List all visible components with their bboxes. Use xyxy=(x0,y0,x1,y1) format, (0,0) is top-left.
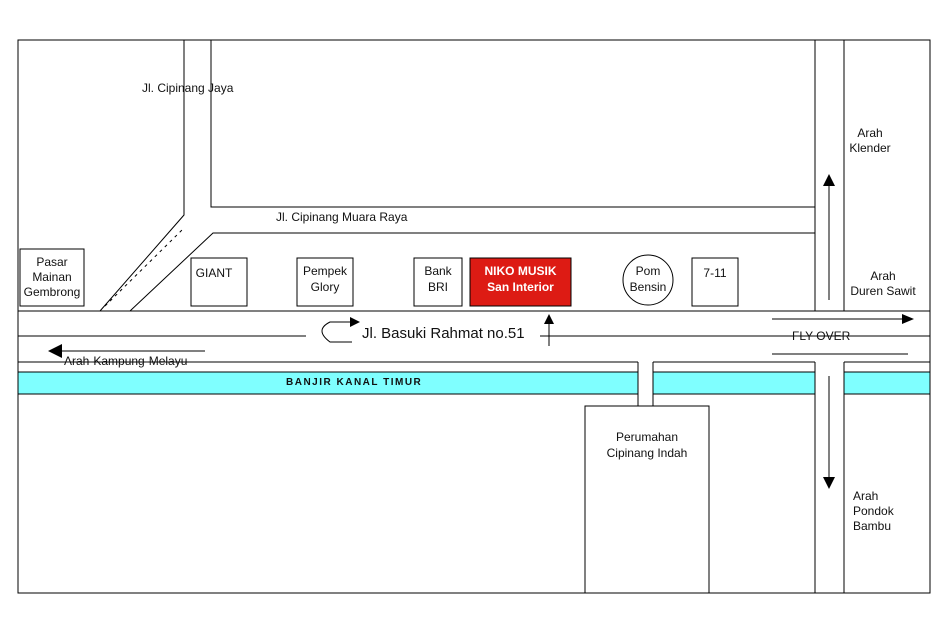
bank-label: Bank BRI xyxy=(414,262,462,296)
niko-label-line-1: NIKO MUSIK xyxy=(484,264,557,278)
street-label-cipinang-jaya: Jl. Cipinang Jaya xyxy=(142,81,234,95)
niko-label-line-2: San Interior xyxy=(487,280,554,294)
pempek-label: Pempek Glory xyxy=(297,262,353,296)
pom-circle xyxy=(622,254,674,306)
pasar-box xyxy=(19,248,85,307)
niko-arrowhead xyxy=(544,314,554,324)
direction-klender: Arah Klender xyxy=(840,126,900,156)
canal-mid xyxy=(652,371,816,395)
bank-box xyxy=(413,257,463,307)
direction-duren-sawit-line-1: Arah xyxy=(870,269,896,283)
cipinang-muara-road-bottom xyxy=(129,232,815,312)
perumahan-label: Perumahan Cipinang Indah xyxy=(585,428,709,462)
u-turn-arrow xyxy=(321,321,352,343)
seven-eleven-box xyxy=(691,257,739,307)
direction-klender-line-2: Klender xyxy=(849,141,891,155)
klender-arrowhead xyxy=(823,174,835,186)
pom-bensin-label: Pom Bensin xyxy=(623,262,673,296)
perumahan-box xyxy=(584,405,710,594)
giant-label: GIANT xyxy=(195,266,233,280)
canal-label: BANJIR KANAL TIMUR xyxy=(286,377,423,388)
direction-pondok-bambu-line-3: Bambu xyxy=(853,519,892,533)
niko-box xyxy=(469,257,572,307)
bank-label-line-1: Bank xyxy=(424,264,452,278)
bank-label-line-2: BRI xyxy=(427,280,448,294)
pasar-label-line-3: Gembrong xyxy=(23,285,81,299)
pempek-box xyxy=(296,257,354,307)
direction-pondok-bambu: Arah Pondok Bambu xyxy=(853,489,894,534)
pempek-label-line-2: Glory xyxy=(310,280,340,294)
flyover-arrowhead xyxy=(902,314,914,324)
pempek-label-line-1: Pempek xyxy=(302,264,348,278)
seven-eleven-label: 7-11 xyxy=(703,266,727,280)
pasar-label: Pasar Mainan Gembrong xyxy=(20,249,84,306)
pasar-label-line-2: Mainan xyxy=(32,270,72,284)
niko-musik-label: NIKO MUSIK San Interior xyxy=(470,262,571,296)
direction-duren-sawit-line-2: Duren Sawit xyxy=(850,284,916,298)
pom-label-line-1: Pom xyxy=(635,264,661,278)
flyover-label: FLY OVER xyxy=(792,329,851,343)
street-label-basuki-rahmat: Jl. Basuki Rahmat no.51 xyxy=(362,325,525,342)
kampung-melayu-arrowhead xyxy=(48,344,62,358)
perumahan-label-line-2: Cipinang Indah xyxy=(606,446,688,460)
map-frame xyxy=(17,39,931,594)
canal-right xyxy=(843,371,931,395)
perumahan-label-line-1: Perumahan xyxy=(615,430,679,444)
street-label-cipinang-muara-raya: Jl. Cipinang Muara Raya xyxy=(276,210,408,224)
pasar-label-line-1: Pasar xyxy=(36,255,68,269)
direction-duren-sawit: Arah Duren Sawit xyxy=(845,269,921,299)
diagonal-dashes xyxy=(104,229,183,307)
direction-pondok-bambu-line-2: Pondok xyxy=(853,504,894,518)
cipinang-jaya-road-left xyxy=(99,40,185,312)
pom-label-line-2: Bensin xyxy=(629,280,667,294)
giant-box xyxy=(190,257,248,307)
direction-kampung-melayu: Arah-Kampung-Melayu xyxy=(64,354,188,368)
direction-klender-line-1: Arah xyxy=(857,126,883,140)
pondok-bambu-arrowhead xyxy=(823,477,835,489)
u-turn-arrowhead xyxy=(350,317,360,327)
direction-pondok-bambu-line-1: Arah xyxy=(853,489,879,503)
cipinang-jaya-road-right xyxy=(210,40,815,208)
